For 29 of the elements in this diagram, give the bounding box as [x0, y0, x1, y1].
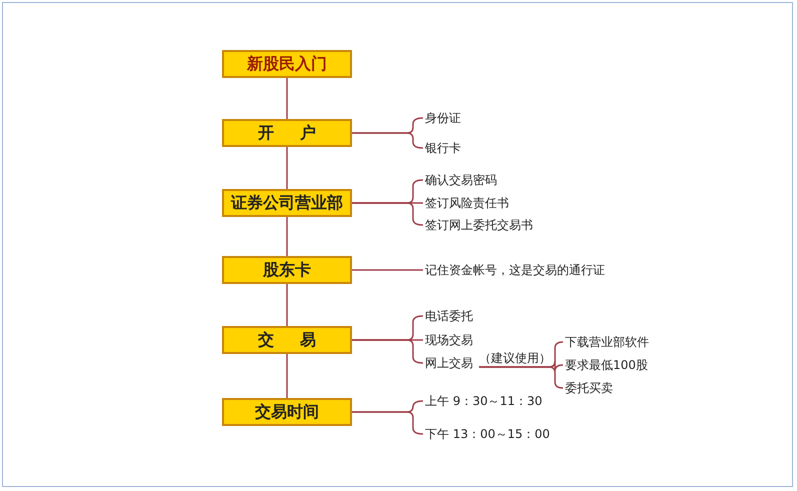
connector-line — [286, 284, 288, 326]
note-text: 上午 9：30～11：30 — [425, 393, 542, 409]
connector-line — [479, 366, 564, 389]
connector-line — [286, 78, 288, 119]
note-text: 身份证 — [425, 110, 461, 126]
note-text: 下午 13：00～15：00 — [425, 426, 550, 442]
note-text: 记住资金帐号，这是交易的通行证 — [425, 262, 605, 278]
connector-line — [286, 354, 288, 398]
note-text: 银行卡 — [425, 140, 461, 156]
step-box: 交易 — [222, 326, 352, 354]
step-box: 证券公司营业部 — [222, 189, 352, 217]
note-text: 网上交易 — [425, 355, 473, 371]
note-text: 电话委托 — [425, 308, 473, 324]
note-text: 下载营业部软件 — [565, 334, 649, 350]
step-box: 交易时间 — [222, 398, 352, 426]
note-text: 签订风险责任书 — [425, 195, 509, 211]
connector-line — [352, 269, 423, 271]
step-box: 股东卡 — [222, 256, 352, 284]
note-text: 确认交易密码 — [425, 172, 497, 188]
connector-line — [286, 217, 288, 256]
connector-line — [352, 202, 424, 226]
note-text: 委托买卖 — [565, 380, 613, 396]
note-text: 要求最低100股 — [565, 357, 648, 373]
note-text: 现场交易 — [425, 332, 473, 348]
connector-line — [286, 147, 288, 189]
connector-line — [352, 132, 424, 149]
note-text: 签订网上委托交易书 — [425, 217, 533, 233]
step-box: 新股民入门 — [222, 50, 352, 78]
step-box: 开户 — [222, 119, 352, 147]
